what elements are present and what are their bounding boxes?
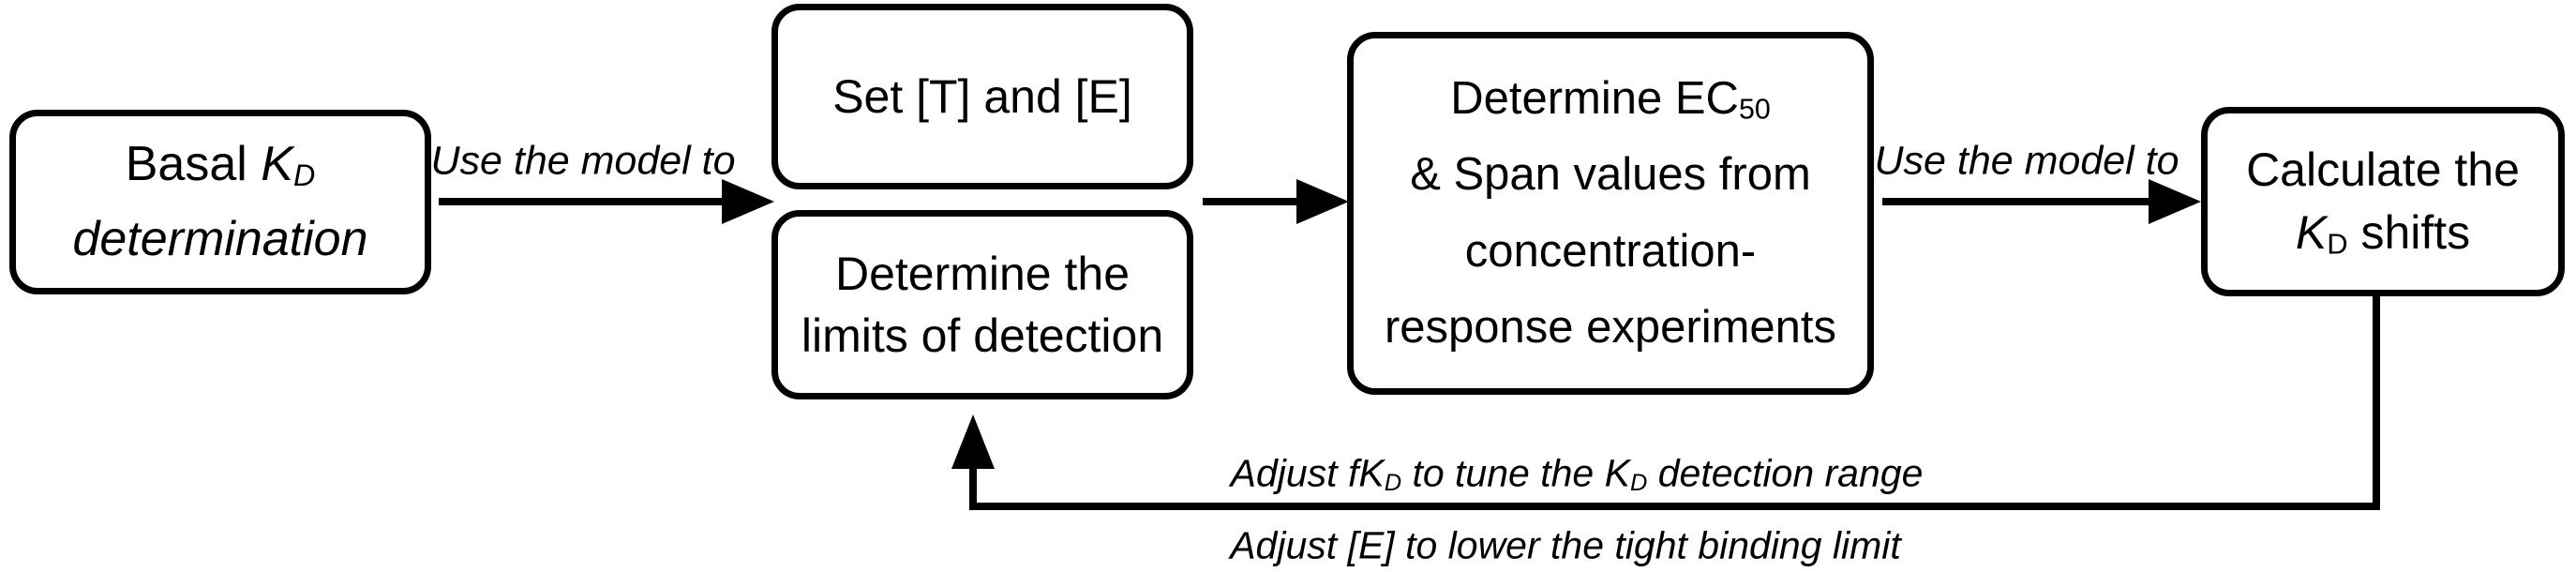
k-subscript: D	[2327, 227, 2348, 261]
k-letter: K	[2295, 206, 2328, 259]
k-letter: K	[261, 137, 293, 192]
arrow-ec50-to-calc-head	[2149, 179, 2201, 224]
k-subscript: D	[292, 158, 316, 193]
box-ec50-line-2: & Span values from	[1410, 149, 1811, 201]
box-basal-line-2: determination	[72, 211, 368, 266]
edge-label-use-the-model-to-2: Use the model to	[1874, 138, 2179, 184]
box-basal-line-1: Basal KD	[126, 128, 316, 202]
feedback-arrow	[951, 294, 2380, 510]
feedback-top-part-1: Adjust fK	[1230, 451, 1385, 495]
box-calc-text-post: shifts	[2347, 206, 2471, 259]
box-limits-of-detection: Determine the limits of detection	[771, 210, 1193, 399]
feedback-top-sub-1: D	[1384, 470, 1402, 497]
feedback-arrow-head	[951, 414, 995, 469]
edge-label-use-the-model-to-1: Use the model to	[430, 138, 736, 184]
edge-label-adjust-e: Adjust [E] to lower the tight binding li…	[1230, 523, 1901, 567]
box-ec50-text-pre: Determine EC	[1450, 72, 1739, 124]
arrow-basal-to-set-head	[722, 179, 774, 224]
box-ec50-line-3: concentration-	[1464, 225, 1757, 277]
box-determine-ec50-span: Determine EC50 & Span values from concen…	[1347, 32, 1874, 395]
box-limits-line-1: Determine the	[834, 248, 1131, 300]
box-calc-line-2: KD shifts	[2296, 202, 2470, 265]
arrow-basal-to-set	[439, 179, 774, 224]
feedback-top-sub-2: D	[1629, 470, 1648, 497]
feedback-arrow-path	[969, 294, 2380, 510]
arrow-set-to-ec50	[1203, 179, 1349, 224]
arrow-set-to-ec50-head	[1296, 179, 1349, 224]
box-basal-kd-determination: Basal KD determination	[9, 110, 431, 294]
ec50-subscript: 50	[1738, 93, 1771, 126]
box-ec50-line-4: response experiments	[1384, 301, 1837, 353]
feedback-top-part-2: to tune the K	[1401, 451, 1630, 495]
edge-label-adjust-fkd: Adjust fKD to tune the KD detection rang…	[1231, 452, 1924, 496]
box-calc-line-1: Calculate the	[2246, 143, 2520, 196]
box-set-t-and-e: Set [T] and [E]	[771, 4, 1193, 189]
box-limits-line-2: limits of detection	[801, 309, 1164, 362]
arrow-ec50-to-calc	[1882, 179, 2201, 224]
box-basal-text-pre: Basal	[125, 137, 262, 192]
feedback-top-part-3: detection range	[1647, 451, 1924, 495]
kd-symbol: KD	[261, 137, 315, 191]
box-calculate-kd-shifts: Calculate the KD shifts	[2201, 107, 2565, 296]
box-ec50-line-1: Determine EC50	[1450, 61, 1771, 137]
box-set-te-label: Set [T] and [E]	[832, 69, 1132, 123]
